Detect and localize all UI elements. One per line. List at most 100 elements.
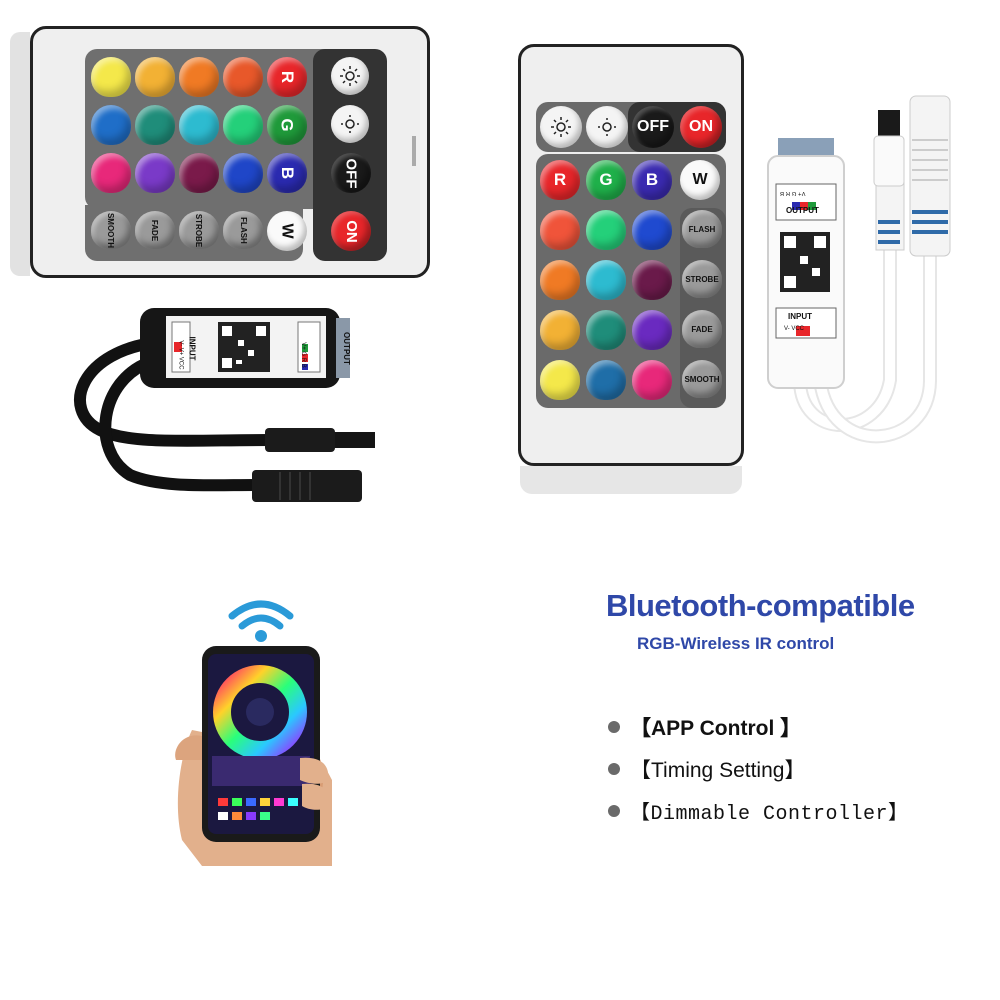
color-button[interactable]: [223, 57, 263, 97]
black-input-pin: V-: [177, 340, 184, 347]
color-button[interactable]: [179, 57, 219, 97]
color-button[interactable]: [632, 260, 672, 300]
green-button[interactable]: G: [586, 160, 626, 200]
white-controller: [767, 95, 951, 444]
blue-button[interactable]: B: [632, 160, 672, 200]
red-button[interactable]: R: [540, 160, 580, 200]
feature-label: 【Dimmable Controller】: [630, 803, 909, 826]
green-label: G: [277, 118, 297, 132]
white-label: W: [278, 223, 296, 239]
flash-button[interactable]: FLASH: [223, 211, 263, 249]
feature-label: 【APP Control 】: [630, 717, 802, 740]
sun-down-icon: [341, 115, 359, 133]
sun-up-icon: [340, 66, 360, 86]
color-button[interactable]: [540, 310, 580, 350]
white-input-pin: V-: [784, 326, 790, 332]
color-button[interactable]: [632, 310, 672, 350]
strobe-button[interactable]: STROBE: [682, 260, 722, 298]
color-button[interactable]: [586, 360, 626, 400]
red-button[interactable]: R: [267, 57, 307, 97]
white-button[interactable]: W: [680, 160, 720, 200]
brightness-up-button[interactable]: [540, 106, 582, 148]
feature-item: 【APP Control 】: [608, 712, 801, 742]
flash-label: FLASH: [238, 216, 248, 244]
black-output-label: OUTPUT: [341, 332, 351, 365]
blue-label: B: [278, 166, 297, 180]
smooth-label: SMOOTH: [106, 212, 116, 248]
bullet-icon: [608, 721, 620, 733]
blue-button[interactable]: B: [267, 153, 307, 193]
color-button[interactable]: [135, 153, 175, 193]
color-button[interactable]: [91, 57, 131, 97]
white-output-pin: R: [785, 190, 791, 196]
color-button[interactable]: [91, 153, 131, 193]
color-button[interactable]: [586, 210, 626, 250]
black-output-pin: B: [299, 363, 306, 368]
sun-up-icon: [551, 117, 571, 137]
off-button[interactable]: OFF: [632, 106, 674, 148]
white-input-pin: VCC: [791, 326, 805, 332]
on-button[interactable]: ON: [680, 106, 722, 148]
color-button[interactable]: [540, 360, 580, 400]
color-button[interactable]: [540, 210, 580, 250]
strobe-label: STROBE: [194, 213, 204, 247]
feature-label: 【Timing Setting】: [630, 759, 806, 782]
black-controller: [74, 308, 375, 502]
color-button[interactable]: [540, 260, 580, 300]
white-output-label: OUTPUT: [786, 206, 819, 215]
white-input-pins: V- VCC: [784, 326, 804, 332]
remote-vertical: OFF ON R G B W FLASH STROBE FADE SMOOTH: [518, 44, 744, 494]
black-input-pin: V+: [177, 347, 184, 356]
white-button[interactable]: W: [267, 211, 307, 251]
fade-label: FADE: [150, 219, 160, 241]
white-output-pins: V+ G R B: [780, 190, 806, 196]
smooth-button[interactable]: SMOOTH: [682, 360, 722, 398]
color-button[interactable]: [223, 105, 263, 145]
off-button[interactable]: OFF: [331, 153, 371, 193]
brightness-down-button[interactable]: [586, 106, 628, 148]
fade-button[interactable]: FADE: [682, 310, 722, 348]
black-input-label: INPUT: [187, 336, 197, 361]
on-button[interactable]: ON: [331, 211, 371, 251]
bullet-icon: [608, 805, 620, 817]
white-output-pin: V+: [798, 190, 806, 196]
fade-button[interactable]: FADE: [135, 211, 175, 249]
flash-button[interactable]: FLASH: [682, 210, 722, 248]
remote-horizontal: R G B SMOOTH FADE STROBE FLASH W OFF ON: [10, 26, 430, 280]
black-output-pin: R: [299, 357, 306, 363]
black-output-pin: G: [299, 351, 306, 357]
black-input-pins: V- V+ VCC: [178, 340, 184, 369]
black-output-pins: V+ G R B: [300, 342, 306, 368]
color-button[interactable]: [632, 360, 672, 400]
red-label: R: [278, 70, 297, 84]
black-output-pin: V+: [299, 342, 306, 350]
color-button[interactable]: [135, 57, 175, 97]
color-button[interactable]: [632, 210, 672, 250]
color-button[interactable]: [223, 153, 263, 193]
green-button[interactable]: G: [267, 105, 307, 145]
color-button[interactable]: [179, 105, 219, 145]
white-input-label: INPUT: [788, 312, 812, 321]
off-label: OFF: [342, 158, 360, 188]
product-title: Bluetooth-compatible: [606, 588, 915, 623]
color-button[interactable]: [586, 260, 626, 300]
strobe-button[interactable]: STROBE: [179, 211, 219, 249]
color-button[interactable]: [135, 105, 175, 145]
bullet-icon: [608, 763, 620, 775]
sun-down-icon: [598, 118, 616, 136]
white-output-pin: B: [780, 190, 785, 196]
color-button[interactable]: [91, 105, 131, 145]
feature-item: 【Dimmable Controller】: [608, 796, 909, 826]
white-output-pin: G: [791, 190, 797, 196]
color-button[interactable]: [179, 153, 219, 193]
product-subtitle: RGB-Wireless IR control: [637, 634, 835, 653]
brightness-down-button[interactable]: [331, 105, 369, 143]
smooth-button[interactable]: SMOOTH: [91, 211, 131, 249]
black-input-pin: VCC: [177, 356, 184, 370]
color-button[interactable]: [586, 310, 626, 350]
brightness-up-button[interactable]: [331, 57, 369, 95]
feature-item: 【Timing Setting】: [608, 754, 805, 784]
on-label: ON: [342, 219, 360, 243]
phone-in-hand: [175, 646, 332, 866]
wifi-icon: [228, 600, 294, 642]
